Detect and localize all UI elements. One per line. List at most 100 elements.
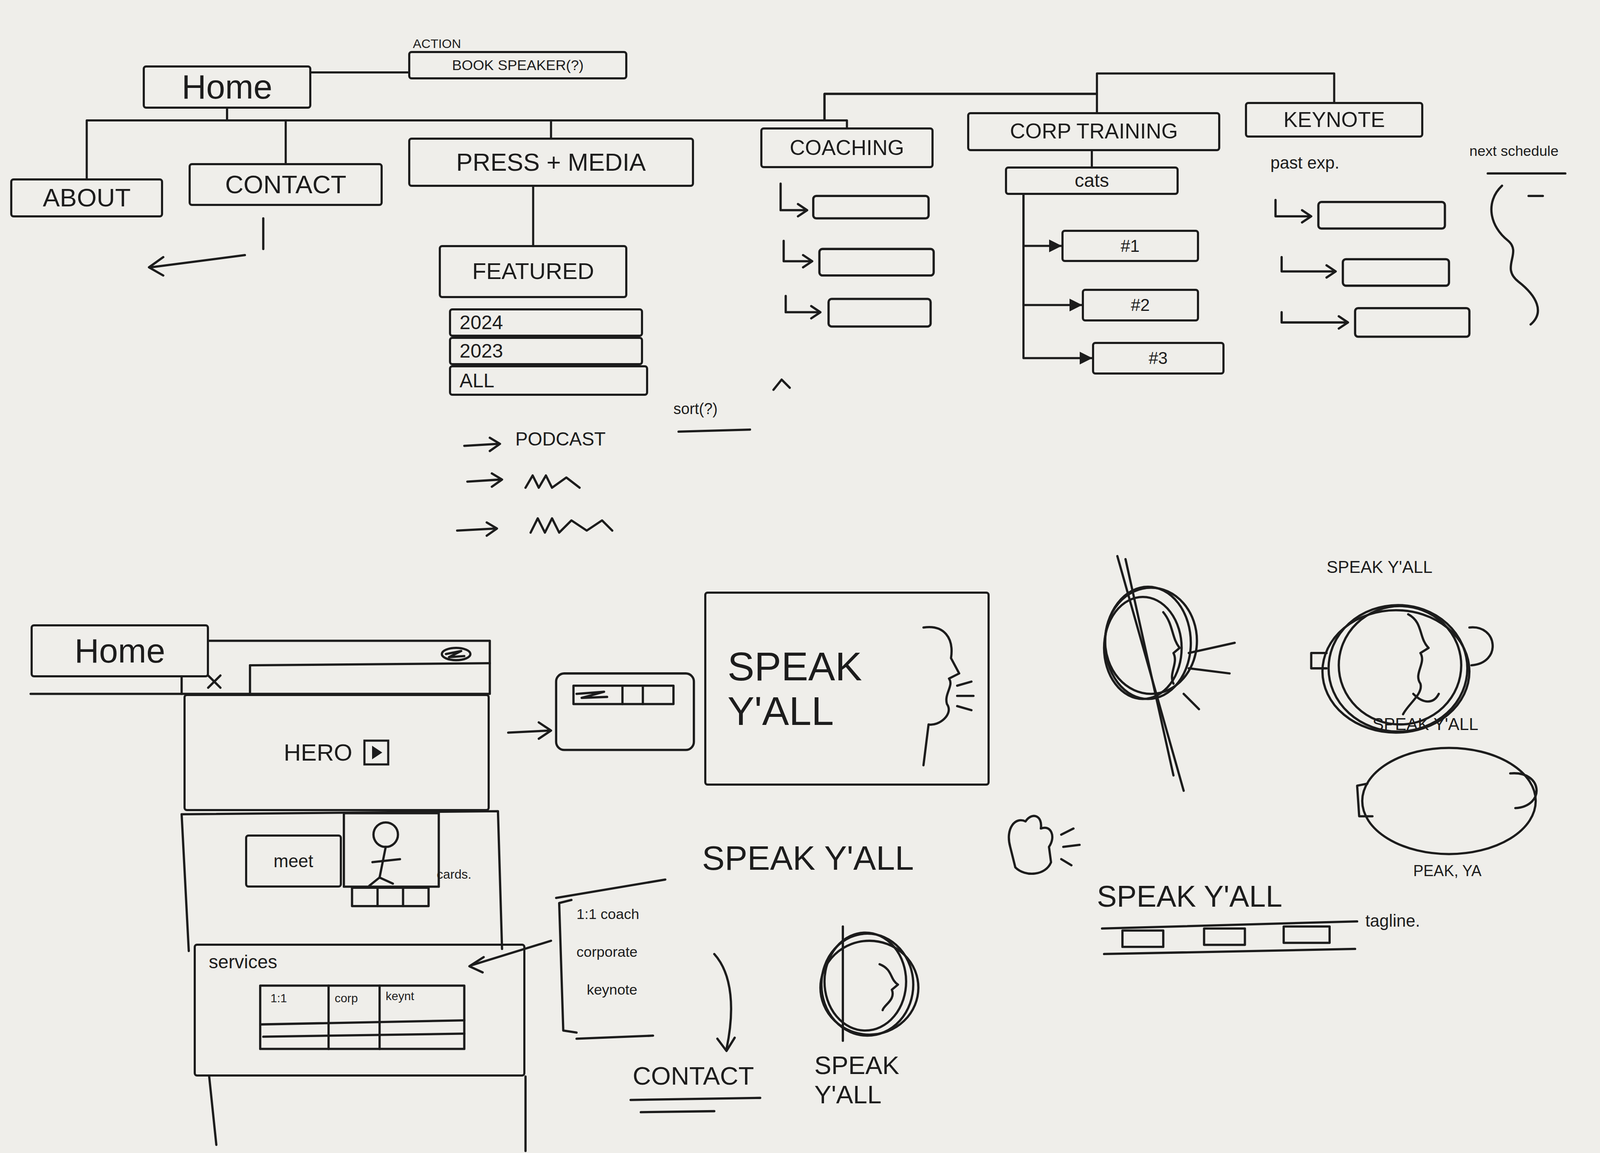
featured-list-arrows [457, 437, 613, 537]
category-box: cats [1004, 166, 1179, 195]
browser-frame [30, 692, 182, 695]
services-table [263, 1033, 465, 1037]
note: 1:1 coach [576, 905, 639, 923]
box-label: Home [74, 632, 166, 670]
box-label: SPEAK Y'ALL [727, 644, 901, 734]
box-label: CONTACT [225, 170, 347, 199]
services-table [327, 985, 330, 1050]
keynote-subpages [1343, 259, 1450, 286]
notes-bracket [559, 900, 577, 1033]
video-frame [641, 685, 644, 705]
sitemap-line [227, 108, 286, 164]
list-item: PODCAST [515, 428, 606, 451]
box-label: #1 [1120, 236, 1140, 256]
page-box: ABOUT [10, 178, 164, 218]
photo-card [379, 877, 393, 884]
tagline-bar [1122, 930, 1164, 947]
note: cards. [436, 867, 472, 883]
keynote-subpages [1338, 316, 1349, 329]
featured-list-arrows [464, 443, 498, 446]
browser-frame [208, 675, 221, 689]
photo-card [344, 813, 439, 907]
contact-left-arrow [149, 256, 164, 276]
logo-sketch [1188, 668, 1230, 674]
logo-ears [1362, 747, 1536, 855]
logo-headphones [1469, 627, 1493, 666]
schedule-brace [1528, 194, 1544, 198]
hand-icon [1008, 815, 1080, 874]
browser-frame [445, 651, 465, 658]
play-icon [362, 739, 390, 767]
box-label: COACHING [789, 136, 904, 160]
page-sections [181, 811, 526, 1152]
logo-sketch [820, 926, 919, 1042]
browser-frame [208, 675, 221, 689]
sitemap-arrow [1023, 194, 1062, 246]
coaching-subpages [803, 255, 813, 268]
page-box: FEATURED [438, 245, 628, 299]
photo-card [373, 822, 398, 848]
logo-wordmark: SPEAK Y'ALL [814, 1050, 917, 1110]
logo-sketch [841, 926, 844, 1042]
logo-headphones [1322, 610, 1470, 733]
photo-card [369, 877, 380, 886]
tagline-bar [1283, 926, 1330, 943]
hero-arrow [538, 722, 551, 739]
page-tab: Home [30, 624, 209, 678]
hand-icon [1063, 844, 1080, 847]
featured-list-arrows [525, 475, 580, 489]
browser-frame [250, 663, 491, 666]
notes-bracket [555, 879, 666, 898]
page-sections [524, 1076, 527, 1152]
box-label: #3 [1148, 348, 1168, 368]
note: corporate [576, 943, 638, 961]
keynote-subpages [1281, 312, 1347, 323]
logo-headphones [1311, 605, 1493, 733]
featured-list-arrows [486, 522, 497, 536]
logo-ears [1510, 773, 1537, 809]
box-label: BOOK SPEAKER(?) [451, 57, 584, 74]
hand-icon [1008, 815, 1053, 874]
logo-headphones [1413, 694, 1439, 702]
services-table [260, 1020, 465, 1025]
sort-note [773, 379, 790, 390]
logo-headphones [1311, 653, 1327, 669]
featured-list-arrows [457, 528, 495, 531]
logo-headphones [1402, 614, 1429, 714]
contact-left-arrow [262, 218, 265, 249]
services-table [378, 985, 381, 1050]
keynote-subpages [1275, 200, 1470, 337]
filter-tab: 2023 [448, 336, 643, 366]
tagline-label: tagline. [1365, 911, 1420, 931]
logo-wordmark: PEAK, YA [1413, 862, 1482, 880]
note: next schedule [1469, 142, 1559, 160]
coaching-subpages [828, 299, 931, 327]
contact-left-arrow [151, 255, 246, 268]
box-label: meet [273, 851, 314, 872]
box-label: CORP TRAINING [1010, 119, 1178, 144]
featured-list-arrows [489, 437, 500, 452]
video-frame [576, 691, 607, 698]
tagline-bar [1103, 948, 1355, 954]
box-label: ABOUT [42, 183, 131, 212]
photo-card [372, 859, 401, 863]
hero-arrow [507, 730, 549, 733]
photo-card [352, 887, 429, 906]
table-cell: corp [334, 991, 358, 1006]
video-frame [555, 673, 694, 751]
note: past exp. [1270, 152, 1340, 173]
sitemap-arrow [1023, 194, 1093, 359]
hand-icon [1061, 828, 1074, 835]
notes-bracket [717, 1038, 735, 1052]
logo-sketch [1125, 559, 1174, 776]
speaker-face [923, 627, 960, 766]
logo-ears [1357, 783, 1373, 817]
page-sections [181, 811, 503, 949]
notes-bracket [630, 1097, 761, 1101]
page-box: CONTACT [188, 163, 383, 206]
logo-sketch [1183, 694, 1200, 710]
page-box: KEYNOTE [1244, 101, 1424, 138]
logo-sketch [1103, 555, 1235, 791]
page-sections [208, 1076, 217, 1146]
